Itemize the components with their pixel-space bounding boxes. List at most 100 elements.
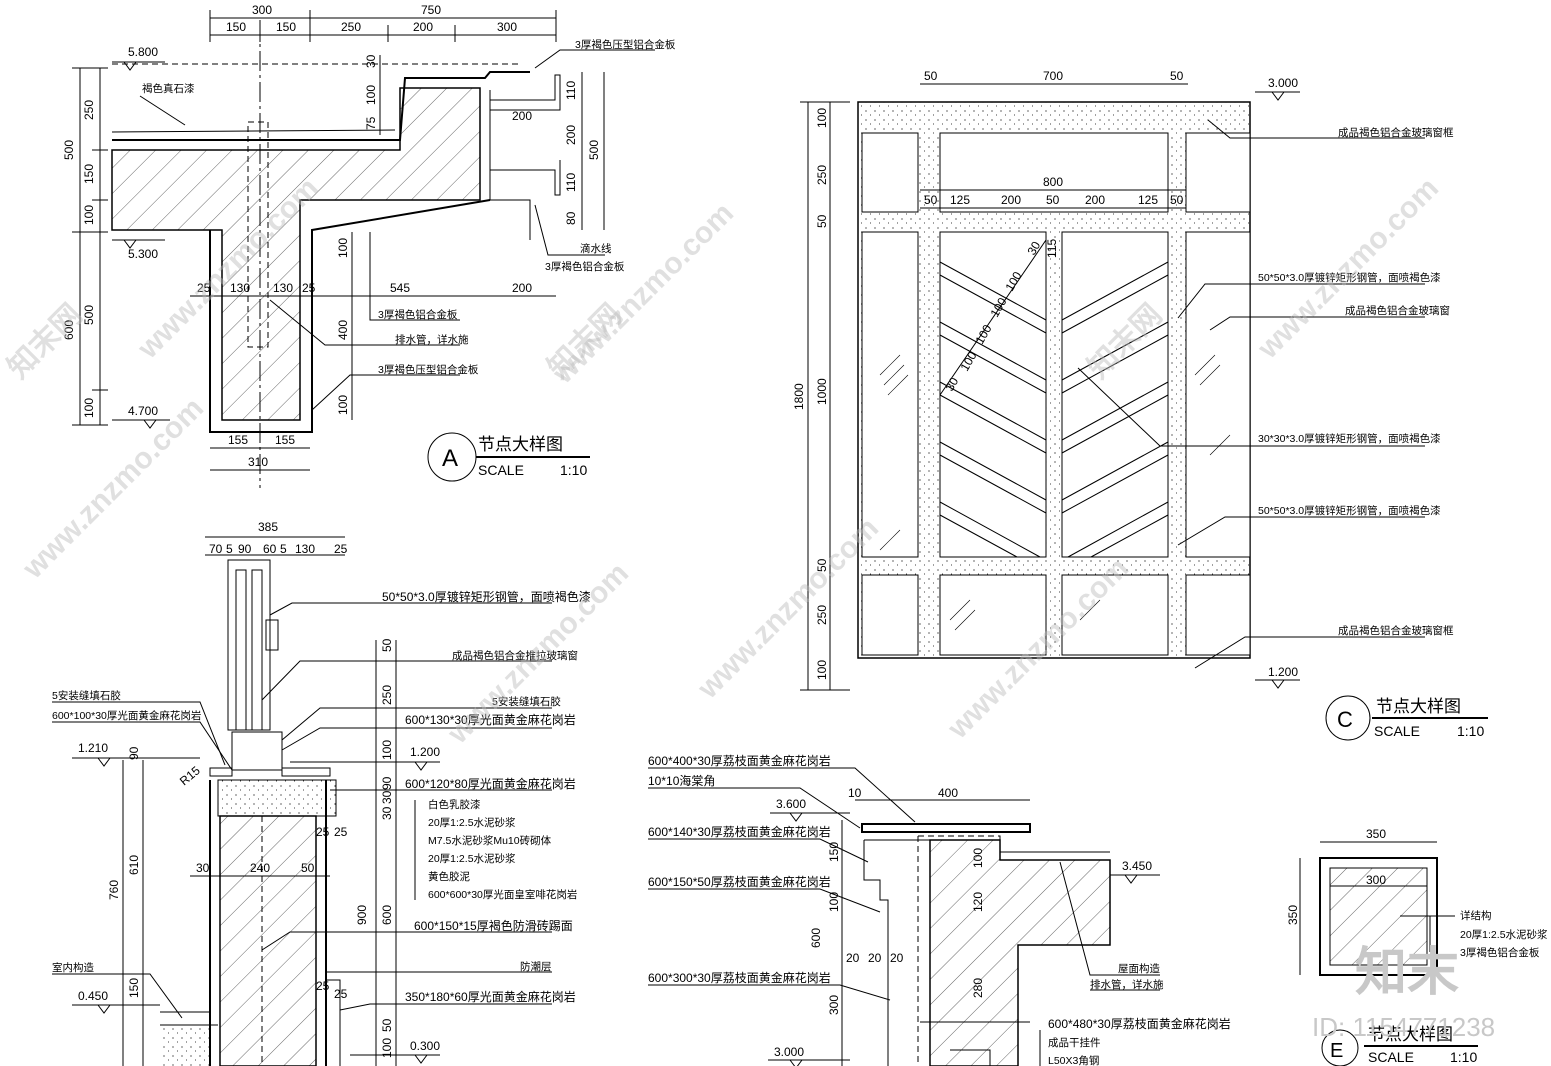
dim: 30 [380, 806, 394, 820]
dim: 30 [942, 375, 961, 394]
annotation: 3厚褐色压型铝合金板 [575, 38, 676, 51]
detail-tag: E [1330, 1040, 1343, 1062]
dim: 30 [364, 54, 378, 68]
scale-value: 1:10 [1457, 723, 1484, 739]
dim: 400 [938, 786, 958, 800]
dim: 75 [364, 116, 378, 130]
dim: 1000 [815, 378, 829, 405]
dim: 300 [827, 995, 841, 1015]
detail-title: 节点大样图 [1376, 697, 1461, 716]
dim: 60 [263, 542, 277, 556]
watermark-id: ID: 1154771238 [1312, 1012, 1495, 1042]
concrete-section [111, 87, 481, 421]
dim: 25 [316, 979, 330, 993]
annotation: 20厚1:2.5水泥砂浆 [428, 816, 516, 829]
annotation: 600*140*30厚荔枝面黄金麻花岗岩 [648, 824, 831, 839]
annotation: 600*150*50厚荔枝面黄金麻花岗岩 [648, 874, 831, 889]
detail-title: 节点大样图 [478, 435, 563, 454]
dim: 50 [924, 69, 938, 83]
annotation: 600*300*30厚荔枝面黄金麻花岗岩 [648, 970, 831, 985]
dim: 20 [868, 951, 882, 965]
elevation: 3.000 [774, 1045, 804, 1059]
dim: 600 [62, 320, 76, 340]
dim: 155 [275, 433, 295, 447]
elevation: 0.300 [410, 1039, 440, 1053]
dim: 300 [1366, 873, 1386, 887]
dim: 130 [230, 281, 250, 295]
annotation: 10*10海棠角 [648, 773, 715, 788]
dim: 100 [971, 848, 985, 868]
scale-value: 1:10 [560, 462, 587, 478]
annotation: 5安装缝填石胶 [492, 695, 561, 708]
annotation: 防潮层 [520, 960, 552, 973]
dim: 50 [380, 638, 394, 652]
annotation: 600*120*80厚光面黄金麻花岗岩 [405, 776, 576, 791]
detail-tag: C [1337, 707, 1353, 732]
elevation: 1.200 [410, 745, 440, 759]
dim: 25 [334, 542, 348, 556]
annotation: 黄色胶泥 [428, 870, 470, 883]
dim: 400 [336, 320, 350, 340]
elevation: 3.450 [1122, 859, 1152, 873]
dim: 300 [252, 3, 272, 17]
dim: 100 [815, 660, 829, 680]
dim: 240 [250, 861, 270, 875]
dim: 310 [248, 455, 268, 469]
annotation: 滴水线 [580, 242, 612, 255]
dim: 50 [301, 861, 315, 875]
annotation: 50*50*3.0厚镀锌矩形钢管，面喷褐色漆 [382, 589, 591, 604]
watermark-site: www.znzmo.com [16, 392, 210, 586]
dim: 600 [380, 905, 394, 925]
dim: 5 [226, 542, 233, 556]
dim: 90 [380, 776, 394, 790]
dim: 200 [1001, 193, 1021, 207]
dim: 250 [380, 685, 394, 705]
dim: 130 [295, 542, 315, 556]
dim: 90 [127, 746, 141, 760]
dim: 20 [890, 951, 904, 965]
dim: 300 [497, 20, 517, 34]
watermark-brand: 知末网 [2, 298, 89, 385]
dim: 800 [1043, 175, 1063, 189]
annotation: 白色乳胶漆 [428, 798, 481, 811]
dim: 150 [226, 20, 246, 34]
dim: 200 [512, 281, 532, 295]
dim: 125 [1138, 193, 1158, 207]
dim: 50 [1046, 193, 1060, 207]
annotation: 褐色真石漆 [142, 82, 195, 95]
dim: 250 [815, 605, 829, 625]
annotation: 3厚褐色铝合金板 [1460, 946, 1540, 959]
watermark-site: www.znzmo.com [691, 512, 885, 706]
annotation: 600*130*30厚光面黄金麻花岗岩 [405, 712, 576, 727]
annotation: 600*400*30厚荔枝面黄金麻花岗岩 [648, 753, 831, 768]
annotation: 600*100*30厚光面黄金麻花岗岩 [52, 709, 201, 722]
elevation: 3.000 [1268, 76, 1298, 90]
annotation: 50*50*3.0厚镀锌矩形钢管，面喷褐色漆 [1258, 271, 1441, 284]
dim: 70 [209, 542, 223, 556]
annotation: 3厚褐色铝合金板 [378, 308, 458, 321]
dim: 600 [809, 928, 823, 948]
detail-tag: A [442, 445, 458, 472]
radius-label: R15 [177, 763, 203, 788]
dim: 250 [341, 20, 361, 34]
dim: 25 [316, 825, 330, 839]
annotation: 排水管，详水施 [1090, 978, 1164, 991]
dim: 200 [1085, 193, 1105, 207]
dim: 150 [127, 978, 141, 998]
annotation: 屋面构造 [1118, 962, 1160, 975]
scale-label: SCALE [1368, 1049, 1414, 1065]
dim: 50 [380, 1018, 394, 1032]
dim: 250 [82, 100, 96, 120]
dim: 5 [280, 542, 287, 556]
annotation: 室内构造 [52, 961, 94, 974]
dim: 125 [950, 193, 970, 207]
dim: 100 [336, 238, 350, 258]
annotation: L50X3角钢 [1048, 1054, 1099, 1066]
dim: 545 [390, 281, 410, 295]
annotation: 成品褐色铝合金玻璃窗框 [1338, 126, 1454, 139]
elevation: 0.450 [78, 989, 108, 1003]
annotation: 350*180*60厚光面黄金麻花岗岩 [405, 989, 576, 1004]
dim: 100 [827, 892, 841, 912]
elevation: 5.800 [128, 45, 158, 59]
